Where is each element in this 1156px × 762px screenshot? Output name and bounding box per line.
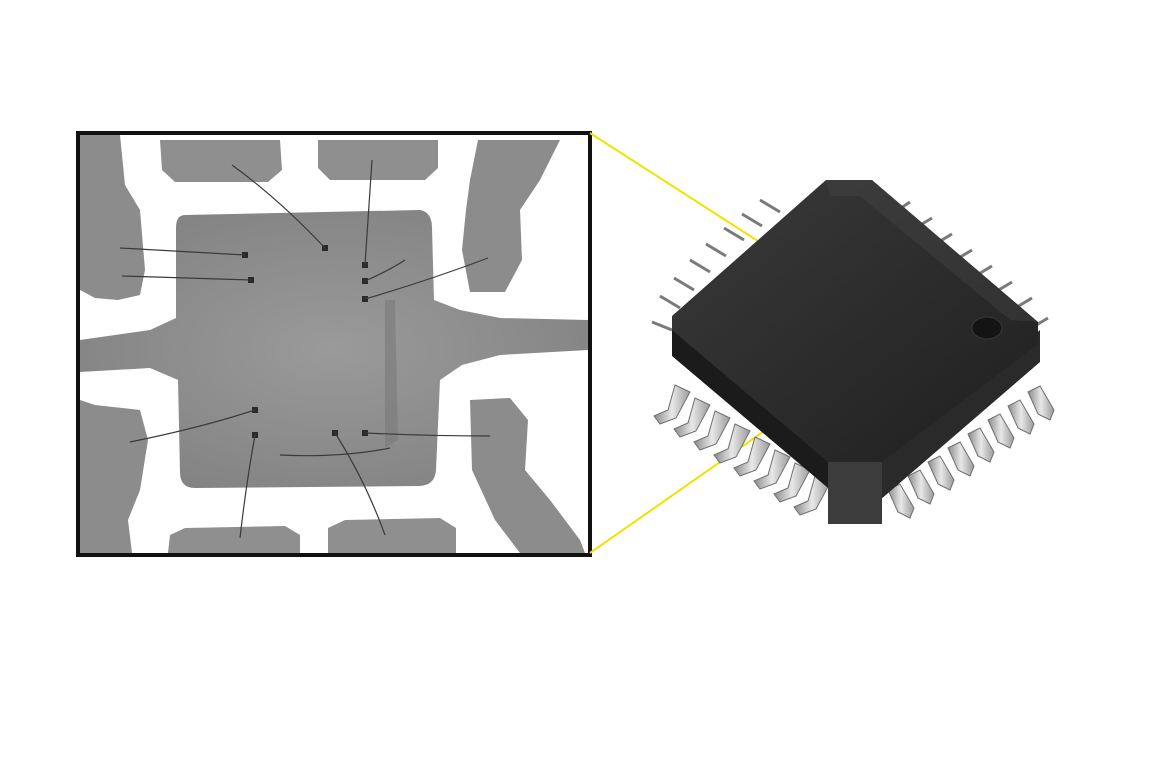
chip-lead — [741, 212, 763, 228]
chip-lead — [651, 320, 673, 332]
chip-body-front-corner — [828, 462, 882, 524]
chip-lead — [759, 198, 781, 214]
chip-lead — [689, 258, 711, 274]
chip-lead — [659, 294, 681, 310]
pin-one-marker — [971, 316, 1003, 340]
chip-lead — [723, 226, 745, 242]
bond-wire — [364, 432, 491, 437]
chip-lead — [673, 276, 695, 292]
chip-body-sheen — [826, 180, 1038, 322]
chip-lead — [733, 436, 771, 477]
chip-lead — [967, 427, 995, 463]
bond-wire — [231, 164, 326, 249]
chip-lead — [713, 423, 751, 464]
chip-lead — [887, 483, 915, 519]
chip-leads-front-right — [887, 385, 1055, 519]
xray-pad-bottom-1 — [168, 526, 300, 553]
chip-lead — [1007, 399, 1035, 435]
bond-wire — [364, 259, 406, 282]
bond-wire — [364, 159, 373, 266]
chip-lead — [705, 242, 727, 258]
chip-lead — [987, 413, 1015, 449]
xray-pad-right-top — [462, 140, 560, 292]
bond-wire — [334, 432, 386, 536]
xray-die-shadow — [385, 300, 398, 448]
xray-pad-left-top — [80, 135, 145, 300]
chip-lead — [927, 455, 955, 491]
chip-lead — [947, 441, 975, 477]
bond-wire — [364, 257, 489, 300]
bond-wire — [121, 275, 252, 281]
bond-wire — [239, 434, 256, 539]
chip-leads-back-left — [651, 198, 781, 332]
chip-illustration — [651, 180, 1055, 524]
chip-lead — [1027, 385, 1055, 421]
chip-lead — [693, 410, 731, 451]
chip-leads-front-left — [653, 384, 831, 516]
xray-frame — [76, 131, 592, 557]
chip-body-top — [672, 180, 1038, 462]
xray-pad-right-bottom — [470, 398, 585, 553]
bond-wire — [279, 447, 391, 457]
xray-view — [80, 135, 588, 553]
chip-lead — [753, 449, 791, 490]
bond-wire — [129, 409, 256, 443]
chip-lead — [907, 469, 935, 505]
bond-wire — [119, 247, 246, 256]
chip-lead — [673, 397, 711, 438]
xray-bond-wires — [119, 159, 491, 539]
xray-pad-top-1 — [160, 140, 282, 182]
xray-die-paddle — [80, 210, 588, 488]
xray-pad-top-2 — [318, 140, 438, 180]
xray-pad-left-bottom — [80, 400, 148, 553]
chip-lead — [653, 384, 691, 425]
xray-pad-bottom-2 — [328, 518, 456, 553]
